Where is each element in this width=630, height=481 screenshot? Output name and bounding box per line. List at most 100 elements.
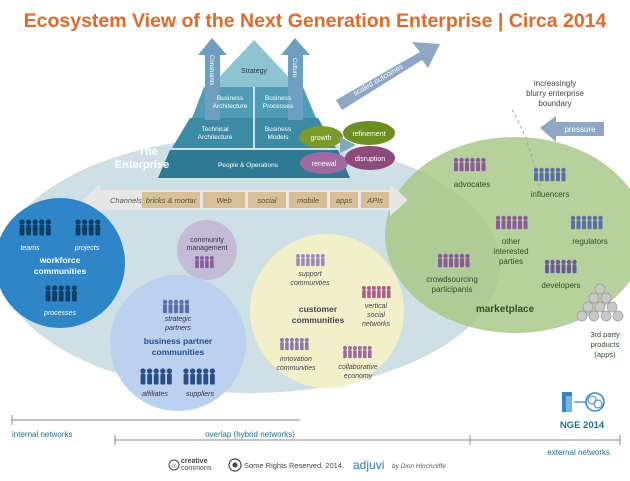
business-processes-label-2: Processes: [263, 103, 294, 110]
product-ball-icon: [582, 301, 594, 313]
boundary-dash-curve: [511, 109, 541, 191]
product-ball-icon: [588, 310, 600, 322]
other-parties-label-2: interested: [493, 247, 528, 256]
product-ball-icon: [600, 310, 612, 322]
regulators-label: regulators: [572, 237, 608, 246]
other-parties-label-3: parties: [499, 257, 523, 266]
affiliates-label: affiliates: [142, 391, 168, 398]
pressure-arrow: [540, 116, 604, 142]
enterprise-title-1: The: [138, 146, 158, 158]
adjuvi-brand: adjuvi: [353, 458, 384, 472]
product-ball-icon: [576, 310, 588, 322]
support-communities-label-1: support: [298, 271, 322, 278]
enterprise-title-2: Enterprise: [115, 159, 169, 171]
community-management-label-2: management: [187, 245, 228, 252]
people-group-icon: [362, 286, 391, 299]
channel-item: APIs: [361, 192, 389, 208]
influencers-label: influencers: [531, 190, 570, 199]
third-party-label-1: 3rd party: [590, 330, 620, 339]
processes-label: processes: [43, 310, 76, 317]
collaborative-label-1: collaborative: [338, 364, 377, 371]
people-group-icon: [570, 215, 603, 230]
channel-item: Web: [203, 192, 245, 208]
culture-label: Culture: [291, 58, 297, 78]
strategic-partners-label-2: partners: [164, 325, 191, 332]
people-group-icon: [162, 299, 190, 314]
product-ball-icon: [594, 301, 606, 313]
external-networks-label: external networks: [547, 448, 610, 457]
people-group-icon: [453, 157, 486, 172]
rights-label: Some Rights Reserved. 2014.: [244, 461, 344, 470]
boundary-note-2: blurry enterprise: [526, 89, 584, 98]
other-parties-label-1: other: [502, 237, 521, 246]
vertical-label-3: networks: [362, 321, 391, 328]
workforce-circle: [0, 198, 125, 328]
business-architecture-label-1: Business: [217, 95, 244, 102]
people-group-icon: [296, 254, 325, 267]
customer-title-2: communities: [292, 315, 345, 325]
support-communities-label-2: communities: [290, 280, 330, 287]
channel-item: social: [248, 192, 286, 208]
advocates-label: advocates: [454, 180, 490, 189]
vertical-label-2: social: [367, 312, 385, 319]
vertical-label-1: vertical: [365, 303, 388, 310]
customer-title-1: customer: [299, 304, 338, 314]
disruption-label: disruption: [355, 156, 385, 163]
rights-icon: [228, 458, 242, 472]
channel-item-label: social: [257, 196, 277, 205]
refinement-oval: [343, 121, 395, 145]
strategy-label: Strategy: [241, 68, 268, 75]
cc-label-1: creative: [181, 458, 208, 465]
teams-label: teams: [20, 245, 40, 252]
product-ball-icon: [594, 283, 606, 295]
channel-item-label: mobile: [297, 196, 319, 205]
channel-item: apps: [330, 192, 358, 208]
people-group-icon: [437, 253, 470, 268]
business-partner-title-2: communities: [152, 347, 205, 357]
crowdsourcing-label-1: crowdsourcing: [426, 275, 478, 284]
refinement-label: refinement: [352, 131, 385, 138]
third-party-label-2: products: [591, 340, 620, 349]
internal-networks-label: internal networks: [12, 430, 72, 439]
pressure-label: pressure: [564, 125, 596, 134]
disruption-oval: [345, 146, 395, 170]
boundary-note-3: boundary: [538, 99, 571, 108]
people-group-icon: [140, 368, 173, 385]
business-processes-label-1: Business: [265, 95, 292, 102]
people-icons: [19, 157, 603, 385]
collaborative-label-2: economy: [344, 373, 373, 380]
svg-text:cc: cc: [172, 464, 178, 470]
growth-label: growth: [310, 135, 331, 142]
innovation-label-2: communities: [276, 365, 316, 372]
people-group-icon: [533, 167, 566, 182]
technical-architecture-label-2: Architecture: [198, 134, 233, 141]
business-models-label-2: Models: [268, 134, 290, 141]
marketplace-ellipse: [385, 137, 630, 333]
channel-item: bricks & mortar: [142, 192, 200, 208]
business-models-label-1: Business: [265, 126, 292, 133]
innovation-label-1: innovation: [280, 356, 312, 363]
projects-label: projects: [74, 245, 100, 252]
workforce-title-2: communities: [34, 266, 87, 276]
nge-badge-label: NGE 2014: [560, 420, 605, 431]
crowdsourcing-label-2: participants: [432, 285, 473, 294]
renewal-label: renewal: [312, 161, 337, 168]
people-operations-label: People & Operations: [218, 162, 279, 169]
people-group-icon: [19, 219, 52, 236]
people-group-icon: [495, 215, 528, 230]
people-group-icon: [195, 256, 214, 269]
business-partner-title-1: business partner: [144, 336, 213, 346]
growth-oval: [299, 126, 343, 148]
people-group-icon: [343, 346, 372, 359]
creative-commons-icon: cc: [168, 459, 180, 471]
developers-label: developers: [541, 281, 580, 290]
strategy-pyramid: [158, 38, 350, 178]
channel-item-label: Web: [216, 196, 231, 205]
scaled-outcomes-label: scaled outcomes: [352, 62, 405, 98]
product-ball-icon: [606, 301, 618, 313]
constraints-label: Constraints: [208, 55, 214, 85]
channel-item: mobile: [289, 192, 327, 208]
people-group-icon: [75, 219, 101, 236]
product-ball-icon: [600, 292, 612, 304]
